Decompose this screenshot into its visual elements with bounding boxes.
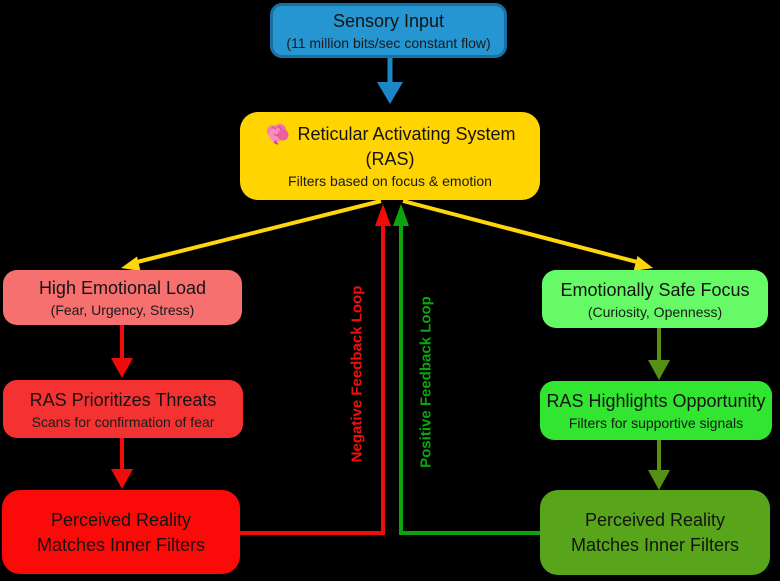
ras-prioritizes-threats-subtitle: Scans for confirmation of fear <box>31 413 215 430</box>
high-emotional-load-subtitle: (Fear, Urgency, Stress) <box>50 302 195 318</box>
arrowhead-sensory-to-ras <box>377 82 403 104</box>
node-ras-prioritizes-threats: RAS Prioritizes Threats Scans for confir… <box>3 380 243 438</box>
high-emotional-load-title: High Emotional Load <box>38 278 207 298</box>
arrow-ras-to-right <box>402 199 638 264</box>
arrowhead-safe-to-opportunity <box>648 360 670 380</box>
ras-abbrev: (RAS) <box>365 149 415 169</box>
negative-feedback-loop-label: Negative Feedback Loop <box>348 285 366 463</box>
arrowhead-opportunity-to-perceived <box>648 470 670 490</box>
brain-icon <box>264 122 290 146</box>
ras-highlights-opportunity-title: RAS Highlights Opportunity <box>546 391 766 411</box>
arrowhead-ras-to-left <box>121 256 141 271</box>
sensory-input-subtitle: (11 million bits/sec constant flow) <box>286 35 491 51</box>
node-sensory-input: Sensory Input (11 million bits/sec const… <box>270 3 507 58</box>
ras-prioritizes-threats-title: RAS Prioritizes Threats <box>29 389 217 410</box>
ras-title: Reticular Activating System <box>297 124 516 144</box>
arrow-ras-to-left <box>136 199 382 264</box>
emotionally-safe-focus-subtitle: (Curiosity, Openness) <box>587 303 723 320</box>
node-perceived-reality-left: Perceived Reality Matches Inner Filters <box>2 490 240 574</box>
node-ras: Reticular Activating System (RAS) Filter… <box>240 112 540 200</box>
arrowhead-threats-to-perceived <box>111 469 133 489</box>
ras-highlights-opportunity-subtitle: Filters for supportive signals <box>568 415 744 431</box>
node-perceived-reality-right: Perceived Reality Matches Inner Filters <box>540 490 770 575</box>
arrowhead-emotional-to-threats <box>111 358 133 378</box>
sensory-input-title: Sensory Input <box>332 11 445 31</box>
perceived-reality-left-line1: Perceived Reality <box>50 509 192 530</box>
ras-title-row: Reticular Activating System <box>264 122 516 146</box>
arrowhead-ras-to-right <box>633 256 653 271</box>
positive-feedback-arrowhead <box>393 204 409 226</box>
negative-feedback-arrowhead <box>375 204 391 226</box>
node-high-emotional-load: High Emotional Load (Fear, Urgency, Stre… <box>3 270 242 325</box>
perceived-reality-right-line1: Perceived Reality <box>584 510 726 530</box>
ras-subtitle: Filters based on focus & emotion <box>288 173 492 189</box>
perceived-reality-left-line2: Matches Inner Filters <box>36 534 206 555</box>
positive-feedback-loop-label: Positive Feedback Loop <box>417 296 435 468</box>
emotionally-safe-focus-title: Emotionally Safe Focus <box>560 279 750 300</box>
node-ras-highlights-opportunity: RAS Highlights Opportunity Filters for s… <box>540 381 772 440</box>
perceived-reality-right-line2: Matches Inner Filters <box>570 535 740 555</box>
node-emotionally-safe-focus: Emotionally Safe Focus (Curiosity, Openn… <box>542 270 768 328</box>
